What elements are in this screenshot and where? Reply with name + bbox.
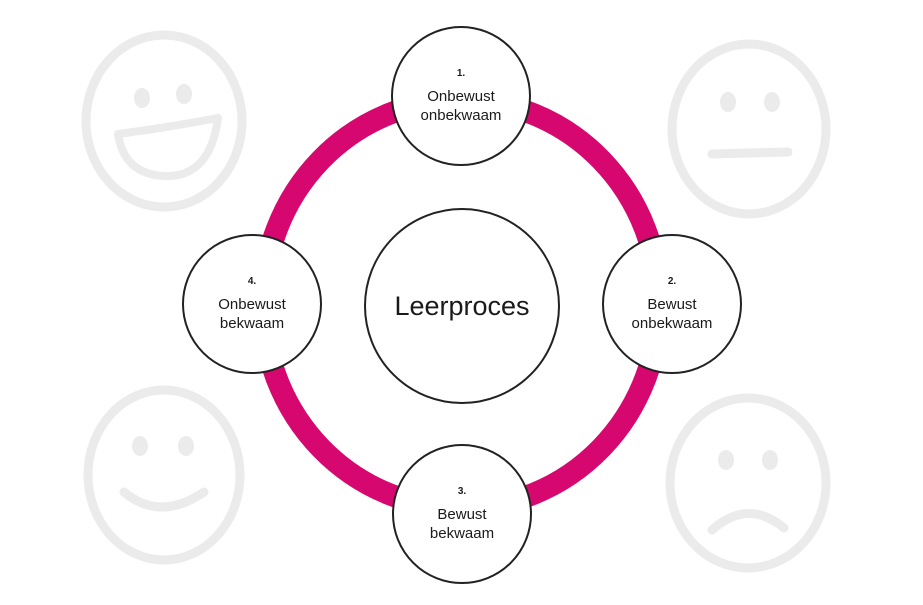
center-node: Leerproces [364, 208, 560, 404]
stage-number: 1. [456, 67, 466, 79]
stage-node-1: 1. Onbewust onbekwaam [391, 26, 531, 166]
sad-face-icon [662, 390, 834, 576]
stage-node-2: 2. Bewust onbekwaam [602, 234, 742, 374]
stage-label-line: bekwaam [219, 314, 285, 332]
stage-number: 2. [667, 275, 677, 287]
stage-node-3: 3. Bewust bekwaam [392, 444, 532, 584]
center-title: Leerproces [394, 290, 530, 321]
stage-label-line: Onbewust [218, 295, 286, 313]
laughing-face-icon [78, 28, 250, 214]
stage-label-line: bekwaam [429, 524, 495, 542]
stage-label-line: Bewust [437, 505, 487, 523]
stage-label: Bewust onbekwaam [632, 295, 713, 333]
stage-label-line: onbekwaam [631, 314, 713, 332]
neutral-face-icon [664, 36, 834, 222]
stage-node-4: 4. Onbewust bekwaam [182, 234, 322, 374]
stage-number: 4. [247, 275, 257, 287]
stage-number: 3. [457, 485, 467, 497]
stage-label-line: onbekwaam [420, 106, 502, 124]
stage-label: Onbewust onbekwaam [421, 87, 502, 125]
stage-label-line: Bewust [647, 295, 697, 313]
smiling-face-icon [80, 382, 248, 568]
stage-label-line: Onbewust [427, 87, 495, 105]
stage-label: Bewust bekwaam [430, 505, 494, 543]
stage-label: Onbewust bekwaam [218, 295, 286, 333]
